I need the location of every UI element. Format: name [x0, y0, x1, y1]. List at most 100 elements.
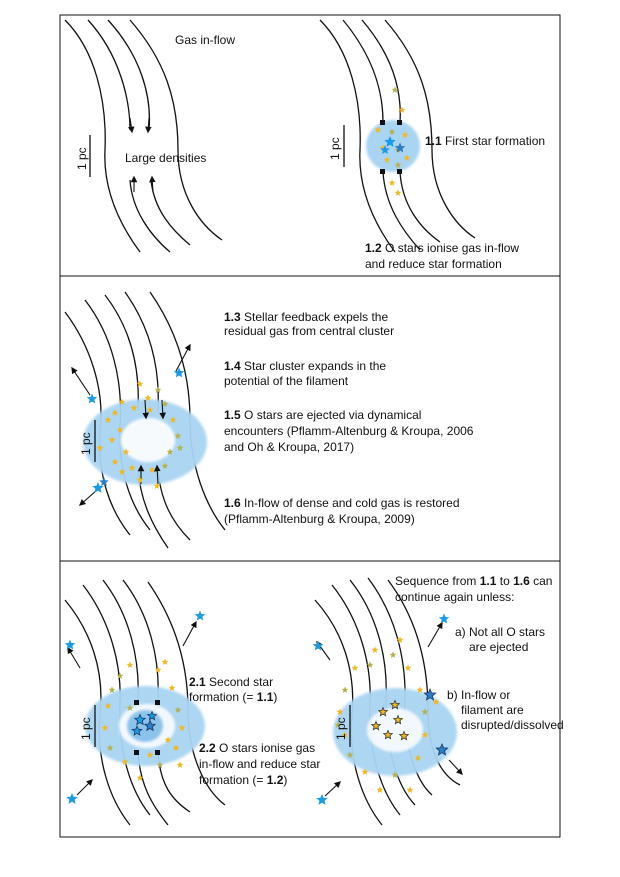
- small-star-icon: [370, 720, 382, 731]
- step-2-2-label: 2.2 O stars ionise gas: [199, 741, 315, 755]
- small-star-icon: [403, 154, 411, 161]
- small-star-icon: [366, 661, 374, 668]
- third-cloud: [333, 688, 457, 776]
- small-star-icon: [111, 458, 119, 465]
- small-star-icon: [421, 731, 429, 738]
- small-star-icon: [154, 666, 162, 673]
- step-number: 1.2: [365, 241, 382, 255]
- step-number: 2.1: [189, 675, 206, 689]
- step-text: ): [273, 690, 277, 704]
- o-star-icon: [194, 610, 206, 621]
- o-star-icon: [131, 724, 143, 736]
- step-number: 1.6: [224, 496, 241, 510]
- small-star-icon: [161, 400, 169, 407]
- scale-label: 1 pc: [328, 137, 342, 160]
- panel-3-frame: [59, 560, 561, 838]
- small-star-icon: [144, 394, 152, 401]
- step-text: In-flow of dense and cold gas is restore…: [244, 496, 459, 510]
- expanded-gas-cloud: [83, 399, 207, 485]
- small-star-icon: [382, 729, 394, 740]
- panel-1-star-formation-filament: [319, 19, 476, 253]
- step-reference: 1.1: [480, 574, 497, 588]
- condition-b-label-line2: filament are: [461, 703, 524, 717]
- small-star-icon: [174, 432, 182, 439]
- o-star-icon: [66, 793, 78, 804]
- small-star-icon: [172, 744, 180, 751]
- small-star-icon: [398, 106, 406, 113]
- o-star-icon: [438, 613, 450, 624]
- small-star-icon: [389, 651, 397, 658]
- small-star-icon: [148, 466, 156, 473]
- small-star-icon: [101, 724, 109, 731]
- ejection-arrows: [316, 621, 463, 797]
- small-star-icon: [389, 699, 401, 710]
- scale-label: 1 pc: [79, 432, 93, 455]
- condition-a-label-line2: are ejected: [469, 640, 528, 654]
- small-star-icon: [128, 464, 136, 471]
- scale-label: 1 pc: [334, 717, 348, 740]
- small-star-icon: [176, 444, 184, 451]
- small-star-icon: [146, 406, 154, 413]
- step-1-4-label: 1.4 Star cluster expands in the: [224, 359, 386, 373]
- small-star-icon: [398, 730, 410, 741]
- o-star-icon: [384, 136, 396, 147]
- gas-inflow-label: Gas in-flow: [175, 33, 235, 47]
- small-star-icon: [396, 636, 404, 643]
- o-star-icon: [146, 710, 158, 721]
- small-star-icon: [106, 744, 114, 751]
- second-generation-cloud: [85, 686, 205, 766]
- small-star-icon: [374, 126, 382, 133]
- small-star-icon: [130, 404, 138, 411]
- small-star-icon: [96, 444, 104, 451]
- o-star-icon: [380, 145, 390, 154]
- ionised-inflow-markers: [134, 700, 160, 755]
- o-star-icon: [394, 142, 406, 153]
- step-1-5-label-line2: encounters (Pflamm-Altenburg & Kroupa, 2…: [224, 424, 474, 438]
- small-star-icon: [122, 448, 130, 455]
- condition-b-label-line3: disrupted/dissolved: [461, 718, 564, 732]
- step-number: 1.5: [224, 408, 241, 422]
- step-text: formation (=: [199, 773, 267, 787]
- o-star-icon: [143, 719, 157, 732]
- step-text: O stars ionise gas: [219, 741, 315, 755]
- small-star-icon: [361, 768, 369, 775]
- step-text: can: [530, 574, 553, 588]
- small-star-icon: [164, 736, 172, 743]
- o-star-icon: [312, 640, 324, 651]
- small-star-icon: [371, 646, 379, 653]
- small-star-icon: [156, 761, 164, 768]
- step-1-2-label: 1.2 O stars ionise gas in-flow: [365, 241, 519, 255]
- small-star-icon: [126, 704, 134, 711]
- condition-a-label: a) Not all O stars: [455, 625, 545, 639]
- step-1-5-label: 1.5 O stars are ejected via dynamical: [224, 408, 421, 422]
- small-star-icon: [404, 664, 412, 671]
- small-star-icon: [392, 714, 404, 725]
- step-text: Sequence from: [395, 574, 480, 588]
- small-star-icon: [136, 476, 144, 483]
- small-star-icon: [169, 416, 177, 423]
- small-star-icon: [341, 686, 349, 693]
- small-star-icon: [126, 661, 134, 668]
- sequence-label: Sequence from 1.1 to 1.6 can: [395, 574, 552, 588]
- small-star-icon: [391, 771, 399, 778]
- small-star-icon: [406, 786, 414, 793]
- scale-label: 1 pc: [75, 147, 89, 170]
- step-2-1-label-line2: formation (= 1.1): [189, 690, 277, 704]
- small-star-icon: [104, 702, 112, 709]
- step-1-6-label: 1.6 In-flow of dense and cold gas is res…: [224, 496, 460, 510]
- small-star-icon: [176, 761, 184, 768]
- small-star-icon: [379, 144, 387, 151]
- condition-b-label: b) In-flow or: [447, 688, 510, 702]
- step-number: 2.2: [199, 741, 216, 755]
- ionised-inflow-markers: [380, 120, 402, 174]
- small-star-icon: [166, 448, 174, 455]
- small-star-icon: [174, 706, 182, 713]
- step-text: O stars are ejected via dynamical: [244, 408, 421, 422]
- small-star-icon: [341, 731, 349, 738]
- small-star-icon: [153, 482, 161, 489]
- small-star-icon: [376, 786, 384, 793]
- sequence-label-line2: continue again unless:: [395, 590, 514, 604]
- small-star-icon: [168, 684, 176, 691]
- small-star-icon: [111, 409, 119, 416]
